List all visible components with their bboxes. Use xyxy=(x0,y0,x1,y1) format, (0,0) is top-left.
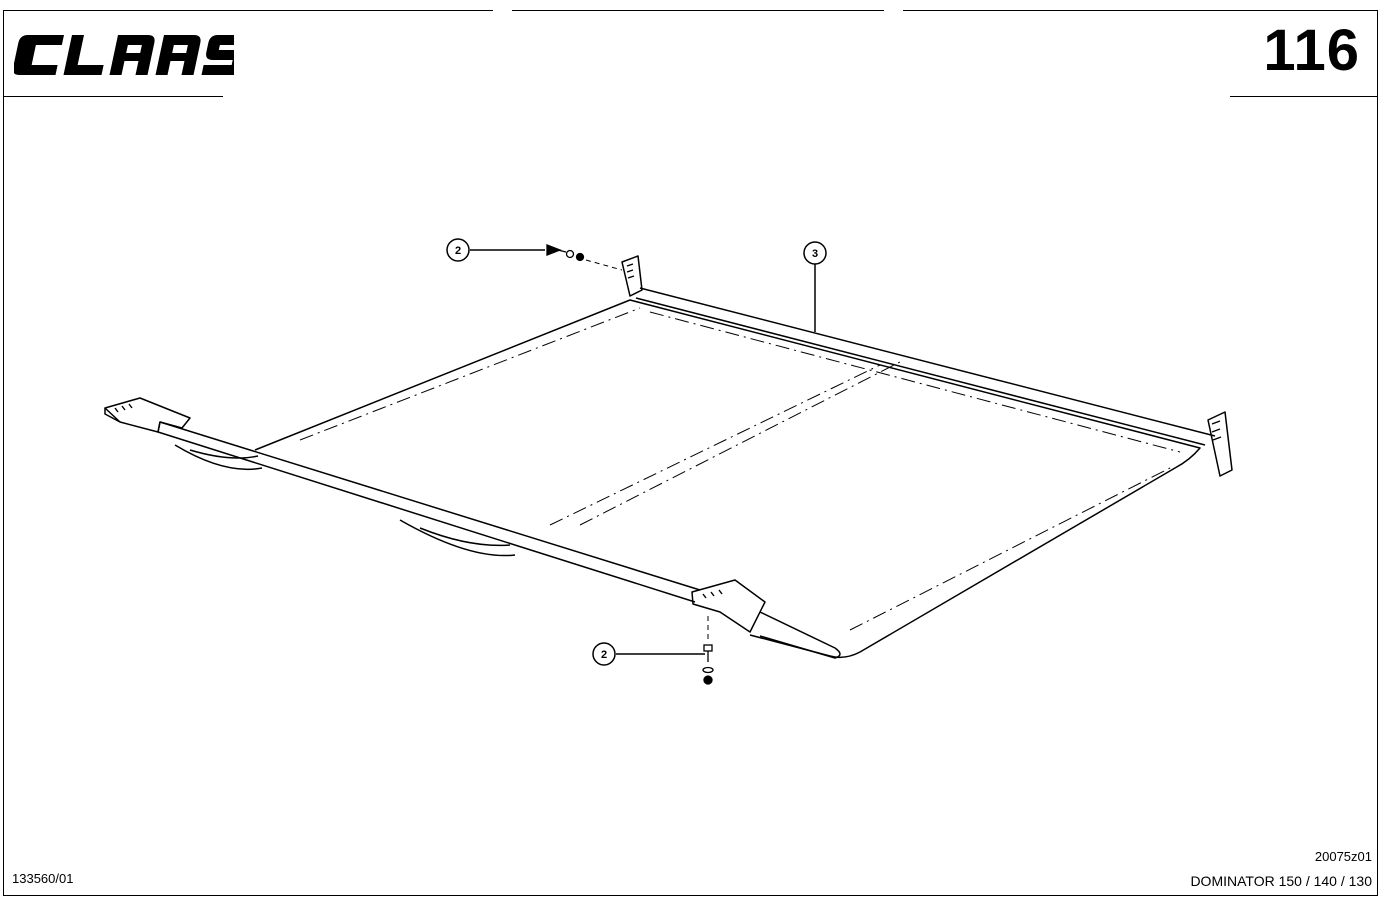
callout-2-top xyxy=(446,238,470,262)
logo-box xyxy=(3,10,223,97)
callout-label: 3 xyxy=(812,248,818,260)
model-designation: DOMINATOR 150 / 140 / 130 xyxy=(1190,873,1372,889)
page-number: 116 xyxy=(1263,18,1360,83)
callout-label: 2 xyxy=(455,245,461,257)
front-rail xyxy=(159,421,701,591)
frame-top-line xyxy=(512,10,884,11)
cover-panel xyxy=(254,299,1201,659)
drawing-number: 20075z01 xyxy=(1314,849,1372,864)
bracket-right xyxy=(1207,411,1233,477)
frame-top-line xyxy=(903,10,1378,11)
page-number-box xyxy=(1230,10,1378,97)
callout-2-bottom xyxy=(592,642,616,666)
bracket-bottom xyxy=(691,579,766,633)
claas-logo xyxy=(14,35,234,75)
frame-top-line xyxy=(3,10,493,11)
bracket-top-left xyxy=(621,255,643,297)
callout-label: 2 xyxy=(601,649,607,661)
bracket-left xyxy=(104,397,191,433)
sheet-frame xyxy=(3,10,1378,896)
document-id: 133560/01 xyxy=(12,871,74,886)
callout-3 xyxy=(803,241,827,265)
